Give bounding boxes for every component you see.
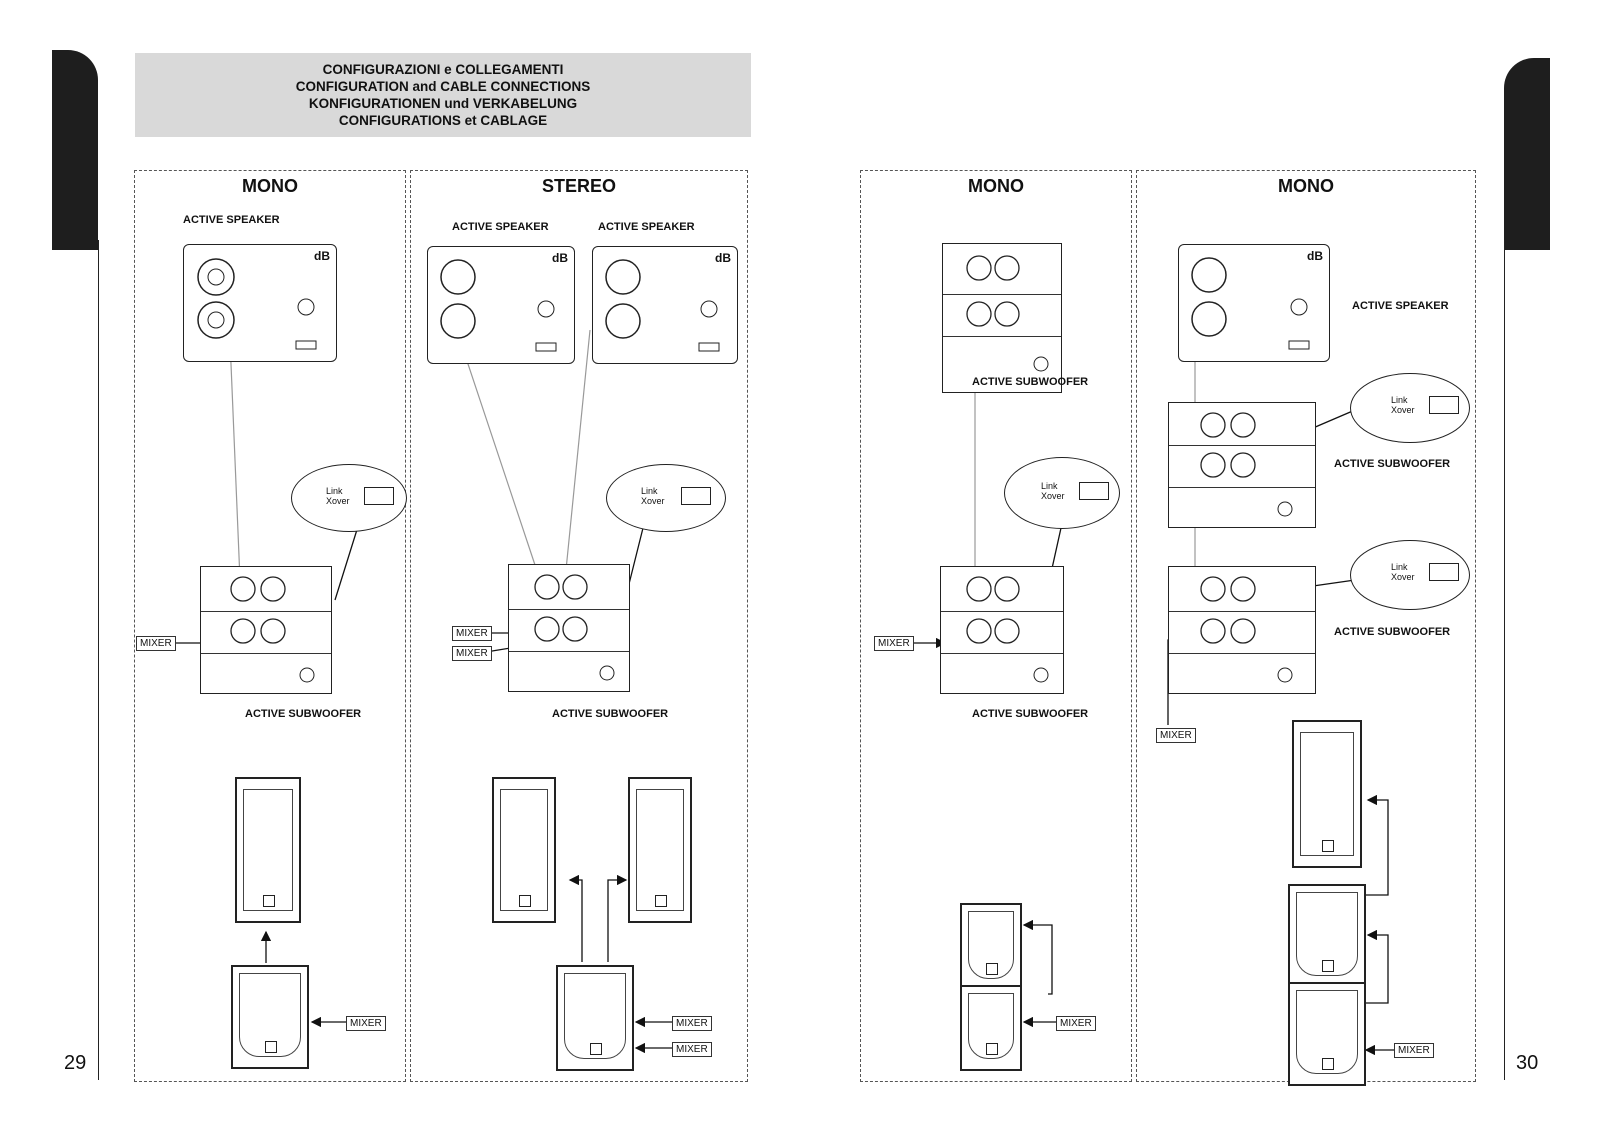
panel-mono-1: [134, 170, 406, 1082]
xover-text: Xover: [1391, 572, 1415, 582]
top-speaker-cabinet-right: [628, 777, 692, 923]
mode-switch: [681, 487, 711, 505]
mixer-label: MIXER: [1394, 1043, 1434, 1058]
link-xover-bubble: Link Xover: [606, 464, 726, 532]
xover-text: Xover: [326, 496, 350, 506]
panel-stereo: [410, 170, 748, 1082]
left-side-tab: [52, 50, 98, 250]
panel-4-sub-label-bottom: ACTIVE SUBWOOFER: [1334, 626, 1451, 638]
mixer-label: MIXER: [672, 1016, 712, 1031]
link-xover-bubble-bottom: Link Xover: [1350, 540, 1470, 610]
panel-2-speaker-label-left: ACTIVE SPEAKER: [452, 221, 549, 233]
panel-1-speaker-label: ACTIVE SPEAKER: [183, 214, 280, 226]
mode-switch: [1429, 396, 1459, 414]
xover-text: Xover: [1041, 491, 1065, 501]
panel-1-title: MONO: [242, 176, 298, 196]
mixer-label: MIXER: [452, 646, 492, 661]
header-line-de: KONFIGURATIONEN und VERKABELUNG: [308, 96, 578, 111]
left-margin-line: [98, 240, 99, 1080]
speaker-logo: dB: [715, 251, 731, 265]
link-text: Link: [1041, 481, 1058, 491]
panel-1-sub-label: ACTIVE SUBWOOFER: [245, 708, 362, 720]
panel-mono-2: [860, 170, 1132, 1082]
header-title-box: CONFIGURAZIONI e COLLEGAMENTI CONFIGURAT…: [135, 53, 751, 137]
panel-2-title: STEREO: [541, 176, 616, 196]
sub-xlr-connectors: [1200, 576, 1293, 683]
panel-4-sub-label-top: ACTIVE SUBWOOFER: [1334, 458, 1451, 470]
mixer-label: MIXER: [346, 1016, 386, 1031]
link-xover-bubble: Link Xover: [1004, 457, 1120, 529]
top-speaker-cabinet: [235, 777, 301, 923]
top-speaker-cabinet-left: [492, 777, 556, 923]
xlr-connectors: [440, 259, 557, 352]
page-number-left: 29: [64, 1052, 87, 1074]
top-speaker-cabinet: [1292, 720, 1362, 868]
xover-text: Xover: [1391, 405, 1415, 415]
sub-xlr-connectors: [230, 576, 315, 683]
mixer-label: MIXER: [1056, 1016, 1096, 1031]
speaker-back-panel-right: dB: [592, 246, 738, 364]
mixer-label: MIXER: [874, 636, 914, 651]
subwoofer-back-panel-top: [942, 243, 1062, 393]
mixer-label: MIXER: [672, 1042, 712, 1057]
subwoofer-back-panel-top: [1168, 402, 1316, 528]
mode-switch: [1429, 563, 1459, 581]
subwoofer-cabinet-top: [1288, 884, 1366, 988]
xlr-connectors: [197, 258, 317, 350]
speaker-logo: dB: [314, 249, 330, 263]
panel-3-sub-label-bottom: ACTIVE SUBWOOFER: [972, 708, 1089, 720]
subwoofer-cabinet-bottom: [960, 985, 1022, 1071]
xlr-connectors: [1191, 257, 1310, 350]
right-margin-line: [1504, 240, 1505, 1080]
panel-3-sub-label-top: ACTIVE SUBWOOFER: [972, 376, 1089, 388]
sub-xlr-connectors: [966, 255, 1049, 372]
sub-xlr-connectors: [966, 576, 1049, 683]
panel-2-speaker-label-right: ACTIVE SPEAKER: [598, 221, 695, 233]
header-line-fr: CONFIGURATIONS et CABLAGE: [338, 113, 548, 128]
mode-switch: [1079, 482, 1109, 500]
link-xover-bubble-top: Link Xover: [1350, 373, 1470, 443]
mixer-label: MIXER: [1156, 728, 1196, 743]
subwoofer-back-panel: [508, 564, 630, 692]
sub-xlr-connectors: [534, 574, 615, 681]
link-text: Link: [326, 486, 343, 496]
subwoofer-cabinet-bottom: [1288, 982, 1366, 1086]
xover-text: Xover: [641, 496, 665, 506]
header-line-it: CONFIGURAZIONI e COLLEGAMENTI: [322, 62, 564, 77]
subwoofer-cabinet: [556, 965, 634, 1071]
speaker-back-panel-left: dB: [427, 246, 575, 364]
link-xover-bubble: Link Xover: [291, 464, 407, 532]
speaker-logo: dB: [1307, 249, 1323, 263]
page-number-right: 30: [1516, 1052, 1539, 1074]
speaker-back-panel: dB: [1178, 244, 1330, 362]
mixer-label: MIXER: [136, 636, 176, 651]
right-side-tab: [1504, 58, 1550, 250]
link-text: Link: [1391, 562, 1408, 572]
subwoofer-cabinet-top: [960, 903, 1022, 991]
subwoofer-back-panel-bottom: [940, 566, 1064, 694]
subwoofer-cabinet: [231, 965, 309, 1069]
panel-3-title: MONO: [968, 176, 1024, 196]
sub-xlr-connectors: [1200, 412, 1293, 517]
panel-4-title: MONO: [1278, 176, 1334, 196]
speaker-back-panel: dB: [183, 244, 337, 362]
header-line-en: CONFIGURATION and CABLE CONNECTIONS: [295, 79, 591, 94]
xlr-connectors: [605, 259, 720, 352]
panel-4-speaker-label: ACTIVE SPEAKER: [1352, 300, 1449, 312]
subwoofer-back-panel: [200, 566, 332, 694]
link-text: Link: [641, 486, 658, 496]
speaker-logo: dB: [552, 251, 568, 265]
mixer-label: MIXER: [452, 626, 492, 641]
link-text: Link: [1391, 395, 1408, 405]
panel-2-sub-label: ACTIVE SUBWOOFER: [552, 708, 669, 720]
subwoofer-back-panel-bottom: [1168, 566, 1316, 694]
mode-switch: [364, 487, 394, 505]
